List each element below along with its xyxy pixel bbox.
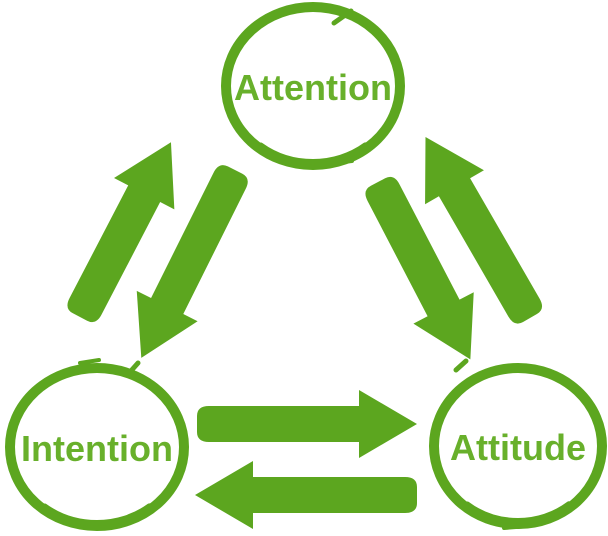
attention-label: Attention: [234, 67, 392, 108]
arrow-attitude-to-intention-icon: [195, 461, 417, 529]
attitude-label: Attitude: [450, 427, 586, 468]
circle-sketch-overlap: [434, 368, 602, 524]
sketch-stroke: [453, 358, 469, 373]
intention-label: Intention: [21, 428, 173, 469]
sketch-stroke: [331, 8, 354, 26]
arrow-intention-to-attitude-icon: [197, 390, 417, 458]
arrow-attention-to-attitude-icon: [365, 176, 474, 360]
arrow-intention-to-attention-icon: [67, 142, 175, 323]
attention-node-circle: [221, 2, 405, 170]
sketch-stroke: [127, 360, 141, 375]
sketch-stroke: [78, 358, 101, 365]
arrow-attention-to-intention-icon: [136, 165, 248, 358]
sketch-stroke: [314, 159, 354, 167]
sketch-stroke: [502, 524, 531, 530]
circle-sketch-overlap: [226, 7, 400, 165]
intention-node-circle: [5, 358, 189, 531]
arrow-attitude-to-attention-icon: [425, 137, 543, 324]
attitude-node-circle: [429, 358, 607, 530]
circle-sketch-overlap: [10, 368, 184, 526]
